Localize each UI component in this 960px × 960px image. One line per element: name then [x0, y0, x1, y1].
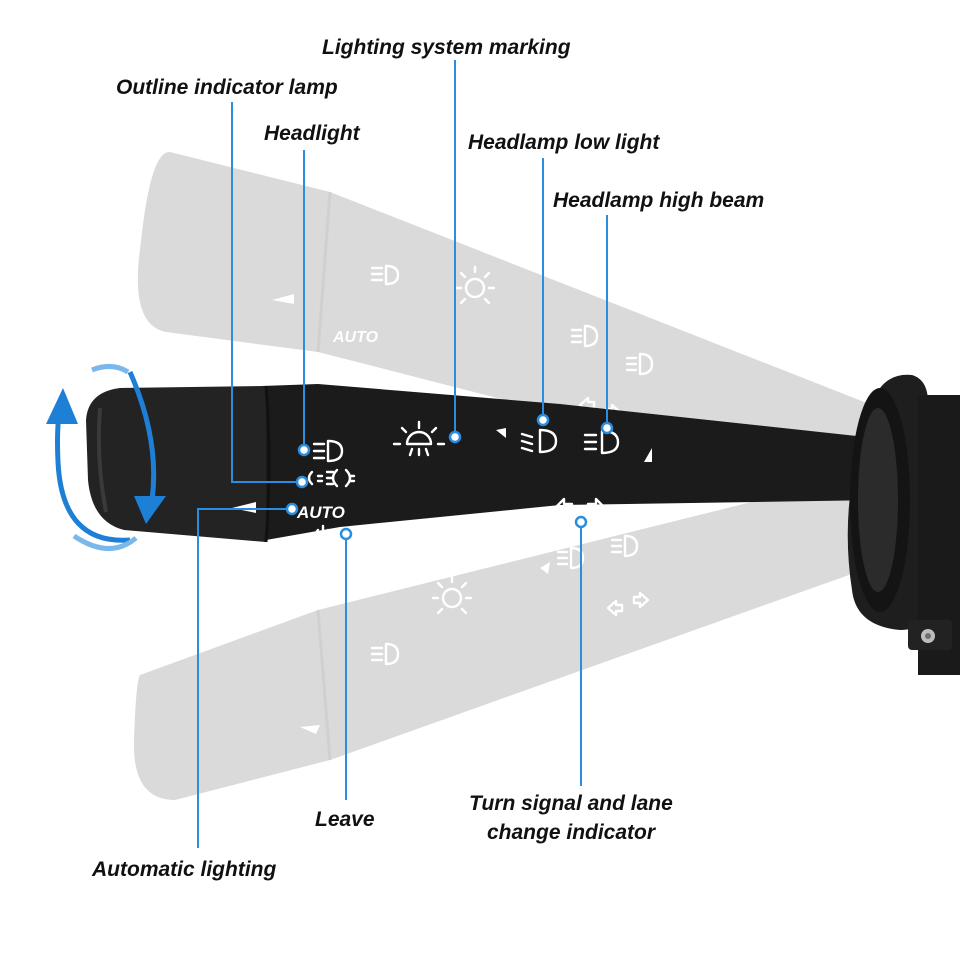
label-turn-signal-line1: Turn signal and lane: [469, 792, 673, 815]
turn-signal-icon: [553, 497, 607, 519]
label-leave: Leave: [315, 808, 375, 831]
headlight-icon: [312, 439, 344, 463]
label-headlamp-low-light: Headlamp low light: [468, 131, 660, 154]
label-headlamp-high-beam: Headlamp high beam: [553, 189, 764, 212]
mount-collar: [847, 374, 960, 675]
label-automatic-lighting: Automatic lighting: [91, 858, 276, 881]
leader-outline-lamp: [231, 102, 298, 483]
auto-text: AUTO: [296, 503, 345, 522]
leader-lines: [197, 60, 608, 848]
sun-icon: [392, 420, 446, 457]
ghost-up-auto-text: AUTO: [332, 329, 379, 346]
label-headlight: Headlight: [264, 122, 361, 145]
label-turn-signal-line2: change indicator: [487, 821, 657, 844]
ghost-lever-up: AUTO: [137, 151, 906, 495]
leader-automatic: [197, 508, 290, 848]
outline-lamp-icon: [307, 468, 356, 488]
off-icon: [314, 524, 332, 544]
label-lighting-system-marking: Lighting system marking: [322, 36, 571, 59]
main-lever: AUTO: [86, 384, 880, 544]
ghost-lever-down: [133, 470, 905, 800]
leader-dots: [285, 413, 614, 541]
label-outline-indicator-lamp: Outline indicator lamp: [116, 76, 338, 99]
low-beam-icon: [520, 428, 558, 454]
rotate-arrow-icon: [46, 364, 166, 551]
